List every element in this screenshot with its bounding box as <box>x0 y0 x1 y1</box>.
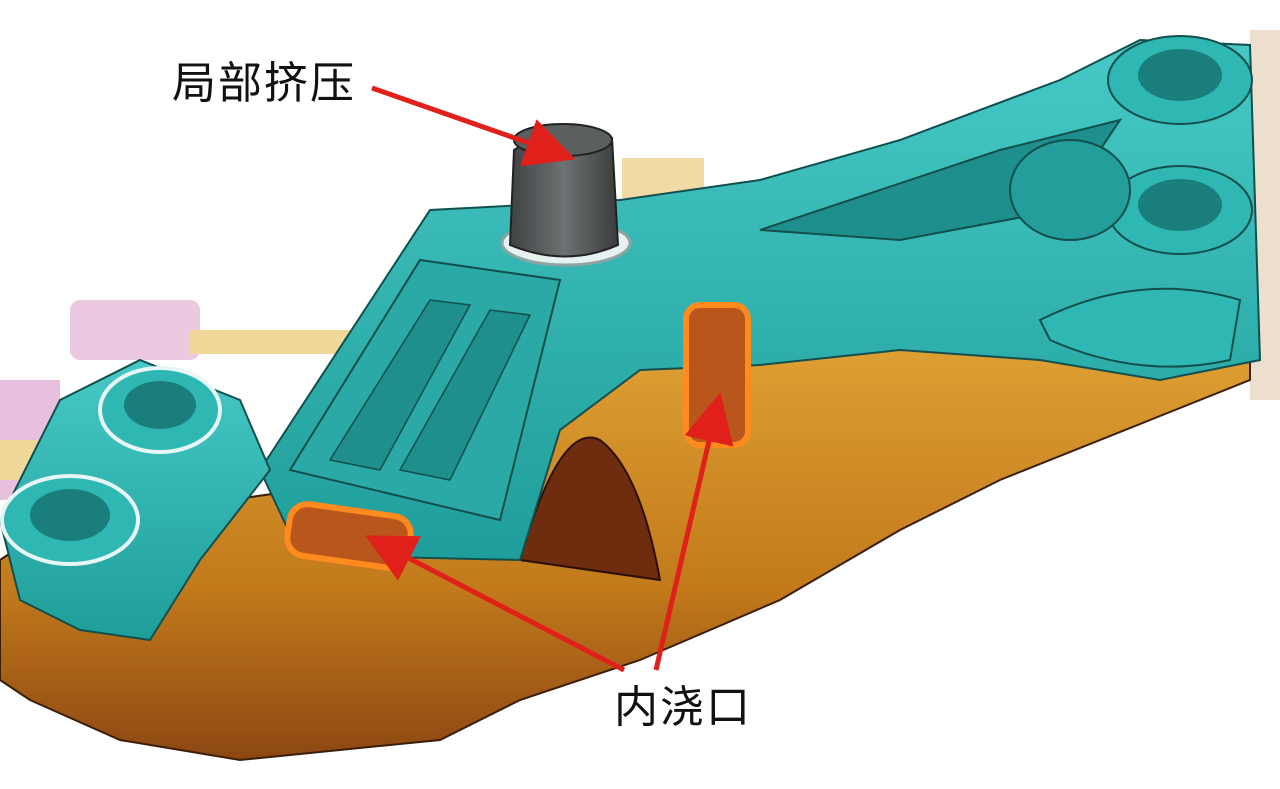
arrow-gate-left <box>365 535 626 673</box>
label-local-squeeze: 局部挤压 <box>172 58 356 109</box>
inner-gate-right <box>683 302 751 448</box>
right-arm <box>759 35 1253 368</box>
arch-opening <box>518 436 662 582</box>
squeeze-pin <box>500 123 632 267</box>
label-inner-gate: 内浇口 <box>614 682 752 733</box>
arrow-local-squeeze <box>371 85 576 167</box>
arrow-gate-right <box>653 392 734 671</box>
ribbed-pocket <box>288 258 562 522</box>
left-bosses <box>0 366 222 566</box>
